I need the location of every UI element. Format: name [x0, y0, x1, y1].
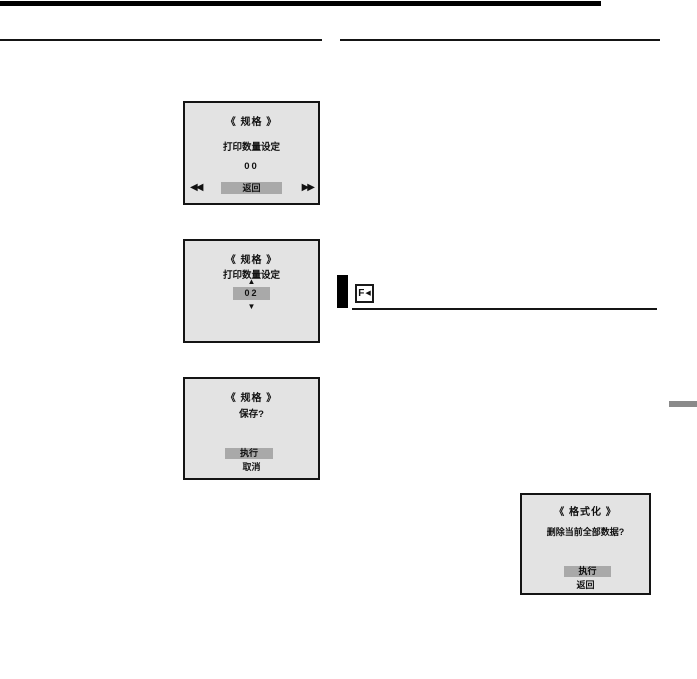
cancel-option[interactable]: 取消 [242, 462, 261, 472]
lcd-screen-save-confirm: 《 规格 》 保存? 执行 取消 [183, 377, 320, 480]
screen-title: 《 规格 》 [225, 393, 278, 404]
step-up-icon[interactable]: ▲ [247, 277, 256, 286]
print-count-label: 打印数量设定 [222, 270, 280, 281]
page-edge-tab [669, 401, 697, 407]
left-column-rule [0, 39, 322, 41]
return-option[interactable]: 返回 [576, 580, 595, 590]
lcd-screen-print-count-adjust: 《 规格 》 打印数量设定 ▲ 02 ▼ [183, 239, 320, 343]
format-question: 删除当前全部数据? [546, 527, 625, 537]
print-count-stepper[interactable]: 02 [233, 287, 270, 300]
f-icon-arrow: ◀ [365, 290, 371, 297]
execute-button[interactable]: 执行 [564, 566, 611, 577]
print-count-label: 打印数量设定 [222, 142, 280, 153]
screen-bottom-row: ◀◀ 返回 ▶▶ [185, 181, 318, 195]
return-button[interactable]: 返回 [221, 182, 282, 194]
right-column-rule [340, 39, 660, 41]
rewind-icon[interactable]: ◀◀ [190, 182, 203, 193]
print-count-value: 00 [244, 161, 259, 172]
screen-title: 《 规格 》 [225, 117, 278, 128]
lcd-screen-print-count-return: 《 规格 》 打印数量设定 00 ◀◀ 返回 ▶▶ [183, 101, 320, 205]
fast-forward-icon[interactable]: ▶▶ [301, 182, 315, 193]
f-icon-letter: F [358, 287, 365, 299]
save-question: 保存? [239, 409, 264, 420]
top-rule [0, 1, 601, 6]
footnote-f-icon: F ◀ [355, 284, 374, 303]
screen-title: 《 规格 》 [225, 255, 278, 266]
execute-button[interactable]: 执行 [225, 448, 273, 459]
screen-title: 《 格式化 》 [554, 507, 617, 518]
step-down-icon[interactable]: ▼ [247, 302, 256, 311]
note-black-bar [337, 275, 348, 308]
lcd-screen-format-confirm: 《 格式化 》 删除当前全部数据? 执行 返回 [520, 493, 651, 595]
note-underline [352, 308, 657, 310]
